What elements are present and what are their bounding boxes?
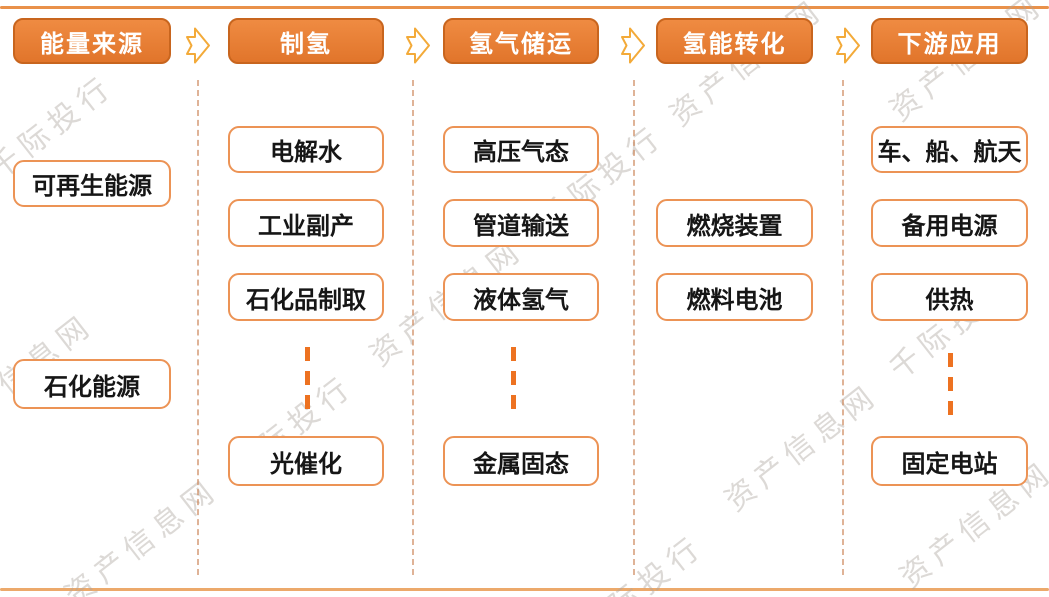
stage-header-energy-conversion: 氢能转化 xyxy=(656,18,813,64)
column-divider xyxy=(842,80,844,575)
node-high-pressure-gas: 高压气态 xyxy=(443,126,599,173)
node-petrochemical-extraction: 石化品制取 xyxy=(228,273,384,321)
node-heating: 供热 xyxy=(871,273,1028,321)
column-divider xyxy=(412,80,414,575)
bottom-border-line xyxy=(0,588,1049,591)
node-fuel-cell: 燃料电池 xyxy=(656,273,813,321)
watermark-text: 资产信息网 xyxy=(719,377,886,518)
node-water-electrolysis: 电解水 xyxy=(228,126,384,173)
stage-header-storage-transport: 氢气储运 xyxy=(443,18,599,64)
ellipsis-connector xyxy=(305,347,310,409)
stage-header-downstream-application: 下游应用 xyxy=(871,18,1028,64)
flow-arrow-icon xyxy=(406,27,430,64)
stage-header-energy-source: 能量来源 xyxy=(13,18,171,64)
column-divider xyxy=(197,80,199,575)
ellipsis-connector xyxy=(948,353,953,415)
node-photocatalysis: 光催化 xyxy=(228,436,384,486)
flow-arrow-icon xyxy=(836,27,860,64)
flow-arrow-icon xyxy=(621,27,645,64)
watermark-text: 资产信息网 xyxy=(59,472,226,597)
node-renewable-energy: 可再生能源 xyxy=(13,160,171,207)
node-industrial-byproduct: 工业副产 xyxy=(228,199,384,247)
ellipsis-connector xyxy=(511,347,516,409)
stage-header-hydrogen-production: 制氢 xyxy=(228,18,384,64)
node-backup-power: 备用电源 xyxy=(871,199,1028,247)
node-metal-solid-state: 金属固态 xyxy=(443,436,599,486)
top-border-line xyxy=(0,6,1049,9)
node-fossil-energy: 石化能源 xyxy=(13,359,171,409)
node-combustion-device: 燃烧装置 xyxy=(656,199,813,247)
node-stationary-power-station: 固定电站 xyxy=(871,436,1028,486)
column-divider xyxy=(633,80,635,575)
watermark-text: 千际投行 xyxy=(573,529,711,597)
node-pipeline-transport: 管道输送 xyxy=(443,199,599,247)
node-vehicle-ship-aerospace: 车、船、航天 xyxy=(871,126,1028,173)
flow-arrow-icon xyxy=(186,27,210,64)
node-liquid-hydrogen: 液体氢气 xyxy=(443,273,599,321)
